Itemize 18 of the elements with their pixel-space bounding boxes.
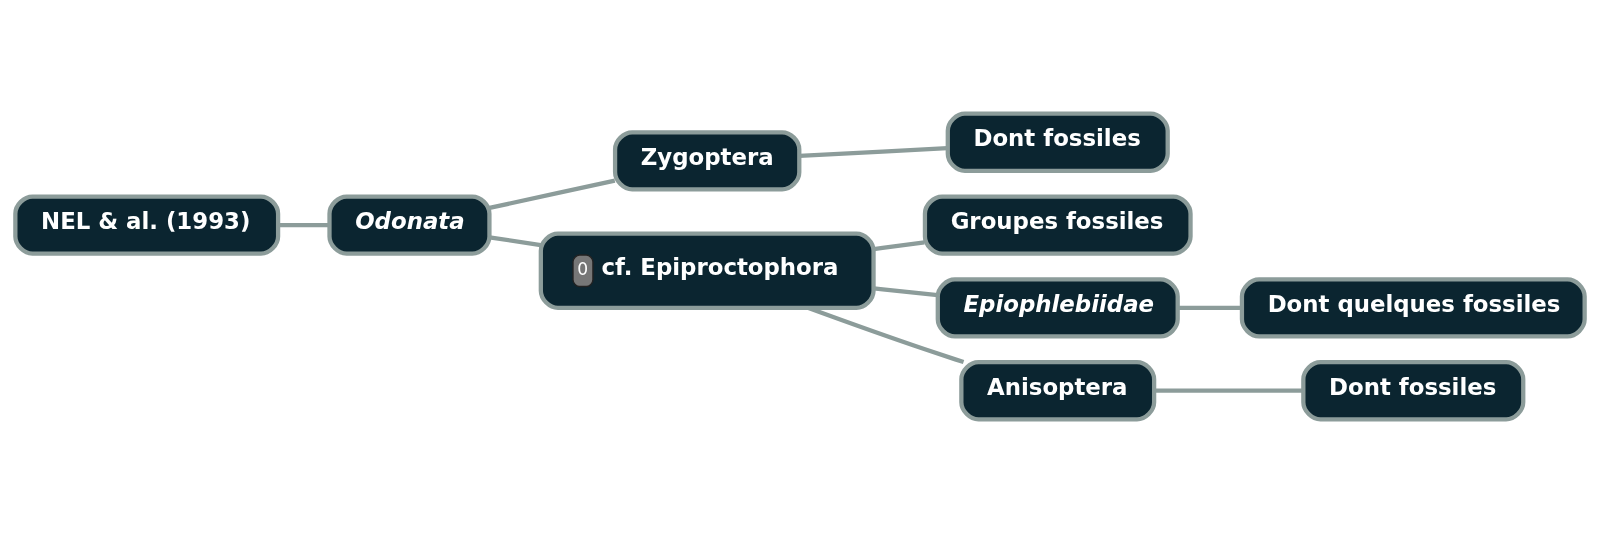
node-box: Epiophlebiidae	[935, 277, 1180, 339]
connector	[799, 145, 948, 159]
node-box: Dont quelques fossiles	[1239, 277, 1587, 339]
connector	[278, 222, 329, 228]
node-box: Dont fossiles	[1301, 360, 1526, 422]
node-box: Zygoptera	[612, 130, 802, 192]
node-box: Dont fossiles	[945, 111, 1170, 173]
connector	[1178, 305, 1242, 311]
connector	[1154, 388, 1303, 393]
connector	[489, 235, 542, 248]
connector	[873, 286, 938, 298]
connector	[489, 178, 616, 211]
node-box: Anisoptera	[959, 360, 1157, 422]
node-box: Odonata	[327, 194, 492, 256]
node-box: NEL & al. (1993)	[13, 194, 281, 256]
node-box: Groupes fossiles	[922, 194, 1193, 256]
node-box: 0 cf. Epiproctophora	[538, 231, 876, 311]
connector	[873, 240, 925, 252]
